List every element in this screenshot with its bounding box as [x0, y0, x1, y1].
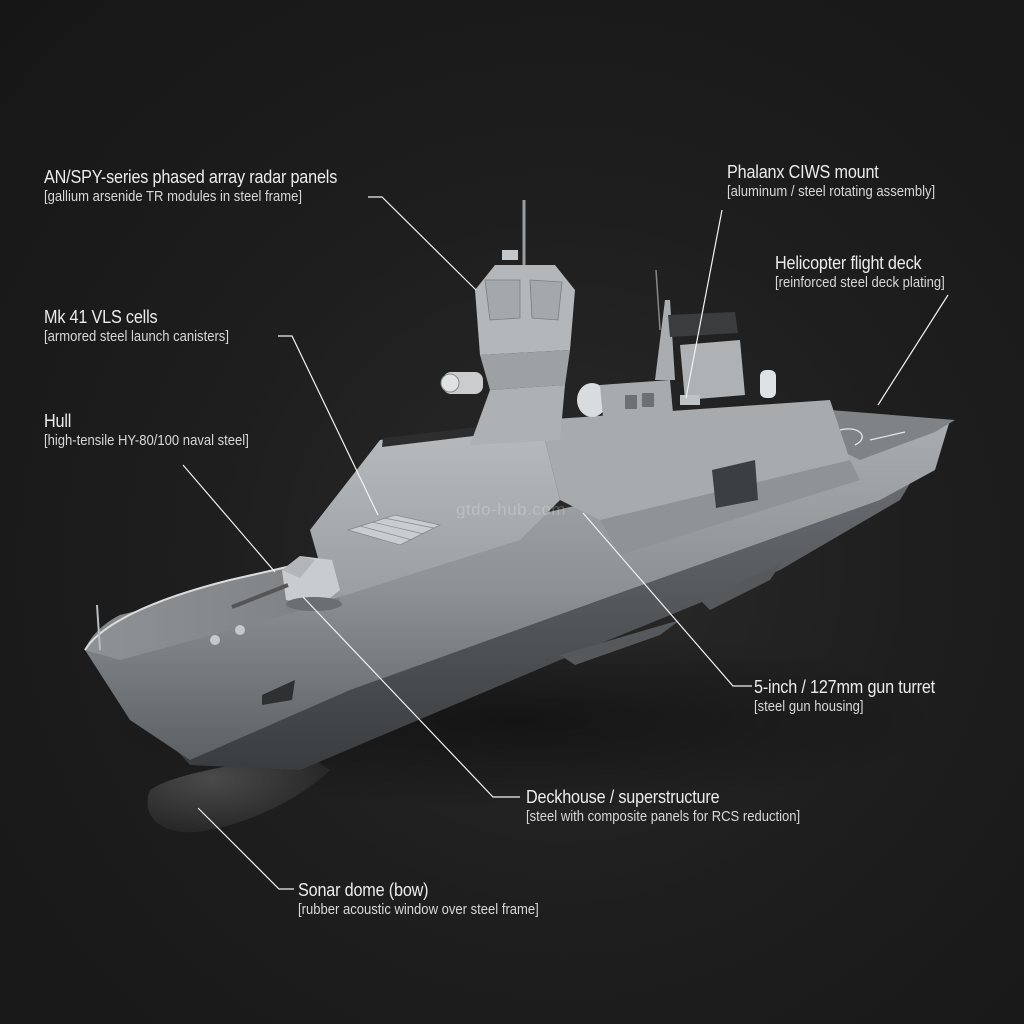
leader-gun: [582, 512, 752, 687]
callout-sonar-material: [rubber acoustic window over steel frame…: [298, 902, 539, 918]
callout-deckhouse-title: Deckhouse / superstructure: [526, 787, 720, 807]
callout-gun-material: [steel gun housing]: [754, 699, 864, 715]
callout-flight-deck-title: Helicopter flight deck: [775, 253, 922, 273]
callout-vls-material: [armored steel launch canisters]: [44, 329, 229, 345]
watermark-text: gtdo-hub.com: [456, 500, 566, 519]
callout-gun: 5-inch / 127mm gun turret [steel gun hou…: [754, 677, 955, 716]
leader-radar: [368, 196, 477, 291]
callout-radar: AN/SPY-series phased array radar panels …: [44, 167, 370, 206]
callout-deckhouse-material: [steel with composite panels for RCS red…: [526, 809, 801, 825]
callout-sonar-title: Sonar dome (bow): [298, 880, 429, 900]
callout-flight-deck: Helicopter flight deck [reinforced steel…: [775, 253, 964, 292]
leader-hull: [182, 464, 276, 573]
leader-ciws: [685, 209, 723, 399]
leader-lines: [182, 196, 949, 890]
callout-sonar: Sonar dome (bow) [rubber acoustic window…: [298, 880, 566, 919]
callout-hull-title: Hull: [44, 411, 72, 431]
callout-deckhouse: Deckhouse / superstructure [steel with c…: [526, 787, 831, 826]
helicopter-flight-deck: [820, 410, 955, 460]
callout-flight-deck-material: [reinforced steel deck plating]: [775, 275, 945, 291]
callout-ciws-material: [aluminum / steel rotating assembly]: [727, 184, 936, 200]
leader-deckhouse: [302, 596, 520, 798]
sonar-dome: [147, 750, 330, 833]
vls-cells: [346, 514, 442, 546]
aft-mast: [600, 269, 745, 440]
callout-radar-material: [gallium arsenide TR modules in steel fr…: [44, 189, 302, 205]
main-deck: [84, 554, 341, 660]
callout-gun-title: 5-inch / 127mm gun turret: [754, 677, 935, 697]
callout-vls-title: Mk 41 VLS cells: [44, 307, 158, 327]
callout-vls: Mk 41 VLS cells [armored steel launch ca…: [44, 307, 250, 346]
leader-flight-deck: [877, 294, 949, 406]
callout-ciws-title: Phalanx CIWS mount: [727, 162, 879, 182]
callout-hull: Hull [high-tensile HY-80/100 naval steel…: [44, 411, 272, 450]
leader-sonar: [197, 807, 294, 890]
radar-mast: [440, 200, 607, 445]
ciws-mount: [680, 370, 776, 405]
callout-hull-material: [high-tensile HY-80/100 naval steel]: [44, 433, 249, 449]
gun-turret: [231, 556, 342, 611]
leader-vls: [278, 335, 379, 516]
callout-radar-title: AN/SPY-series phased array radar panels: [44, 167, 338, 187]
callout-ciws: Phalanx CIWS mount [aluminum / steel rot…: [727, 162, 958, 201]
